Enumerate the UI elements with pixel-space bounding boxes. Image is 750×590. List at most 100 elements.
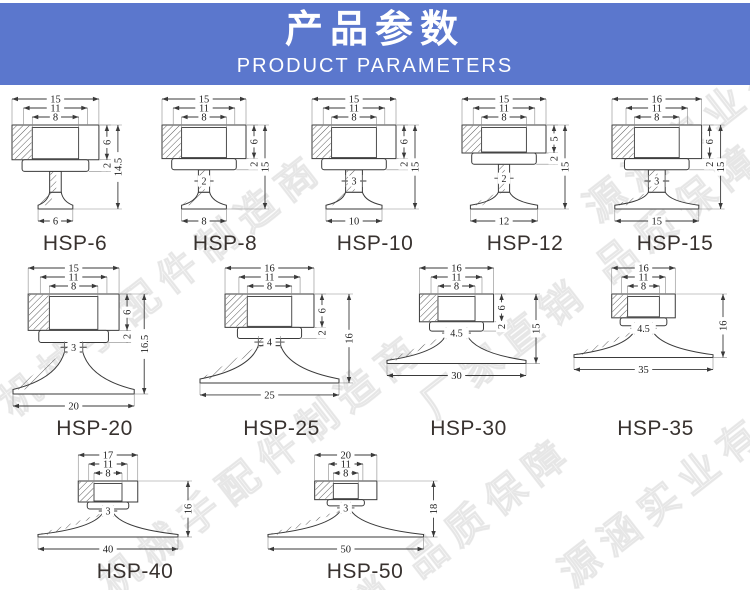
svg-text:4.5: 4.5 bbox=[450, 329, 463, 340]
svg-text:3: 3 bbox=[106, 507, 111, 518]
svg-text:16: 16 bbox=[719, 321, 730, 332]
svg-text:40: 40 bbox=[103, 545, 114, 556]
cup-model-label: HSP-12 bbox=[486, 232, 564, 255]
svg-text:16.5: 16.5 bbox=[140, 335, 151, 353]
page-subtitle: PRODUCT PARAMETERS bbox=[236, 54, 514, 77]
svg-text:50: 50 bbox=[341, 545, 352, 556]
svg-text:8: 8 bbox=[454, 282, 459, 293]
svg-text:15: 15 bbox=[652, 217, 663, 228]
svg-text:6: 6 bbox=[123, 310, 134, 315]
svg-text:2: 2 bbox=[705, 162, 716, 167]
svg-text:8: 8 bbox=[501, 113, 506, 124]
svg-text:8: 8 bbox=[351, 113, 356, 124]
svg-text:11: 11 bbox=[652, 104, 662, 115]
svg-text:8: 8 bbox=[201, 113, 206, 124]
svg-text:6: 6 bbox=[102, 140, 113, 145]
svg-text:8: 8 bbox=[71, 282, 76, 293]
svg-text:2: 2 bbox=[502, 174, 507, 185]
cup-model-label: HSP-10 bbox=[336, 232, 414, 255]
svg-text:11: 11 bbox=[199, 104, 209, 115]
svg-text:4.5: 4.5 bbox=[637, 324, 650, 335]
cup-model-label: HSP-30 bbox=[430, 417, 507, 440]
svg-text:10: 10 bbox=[349, 217, 360, 228]
svg-text:14.5: 14.5 bbox=[113, 158, 124, 176]
svg-text:6: 6 bbox=[318, 308, 329, 313]
svg-text:11: 11 bbox=[264, 273, 274, 284]
cup-model-label: HSP-25 bbox=[243, 417, 320, 440]
svg-text:11: 11 bbox=[69, 273, 79, 284]
svg-text:11: 11 bbox=[451, 273, 461, 284]
svg-text:8: 8 bbox=[654, 113, 659, 124]
svg-text:2: 2 bbox=[318, 330, 329, 335]
svg-text:2: 2 bbox=[550, 156, 561, 161]
svg-text:11: 11 bbox=[341, 460, 351, 471]
svg-text:18: 18 bbox=[429, 504, 440, 515]
svg-text:3: 3 bbox=[71, 343, 76, 354]
svg-text:11: 11 bbox=[50, 104, 60, 115]
svg-text:8: 8 bbox=[105, 469, 110, 480]
svg-text:12: 12 bbox=[499, 217, 510, 228]
svg-text:3: 3 bbox=[343, 503, 348, 514]
cup-model-label: HSP-35 bbox=[617, 417, 694, 440]
cup-model-label: HSP-50 bbox=[326, 560, 404, 583]
svg-text:2: 2 bbox=[102, 163, 113, 168]
svg-text:2: 2 bbox=[202, 177, 207, 188]
svg-text:15: 15 bbox=[499, 95, 510, 106]
svg-text:8: 8 bbox=[201, 217, 206, 228]
page-title: 产品参数 bbox=[284, 9, 465, 52]
svg-text:15: 15 bbox=[349, 95, 360, 106]
svg-text:15: 15 bbox=[261, 162, 272, 173]
svg-text:11: 11 bbox=[349, 104, 359, 115]
svg-text:8: 8 bbox=[641, 282, 646, 293]
svg-text:15: 15 bbox=[68, 264, 79, 275]
svg-text:30: 30 bbox=[451, 371, 462, 382]
svg-text:3: 3 bbox=[352, 177, 357, 188]
svg-text:3: 3 bbox=[654, 177, 659, 188]
svg-text:16: 16 bbox=[184, 504, 195, 515]
cup-model-label: HSP-40 bbox=[96, 560, 174, 583]
page: 产品参数 PRODUCT PARAMETERS 源涵实业有限公司机械手配件制造商… bbox=[0, 3, 750, 590]
cup-model-label: HSP-6 bbox=[42, 232, 108, 255]
cup-model-label: HSP-20 bbox=[56, 417, 133, 440]
svg-text:16: 16 bbox=[638, 264, 649, 275]
svg-text:16: 16 bbox=[264, 264, 275, 275]
svg-text:16: 16 bbox=[345, 333, 356, 344]
svg-text:2: 2 bbox=[123, 334, 134, 339]
svg-text:8: 8 bbox=[267, 282, 272, 293]
svg-text:6: 6 bbox=[705, 139, 716, 144]
svg-text:2: 2 bbox=[400, 162, 411, 167]
svg-text:16: 16 bbox=[652, 95, 663, 106]
svg-text:6: 6 bbox=[400, 139, 411, 144]
svg-text:20: 20 bbox=[68, 402, 79, 413]
svg-text:20: 20 bbox=[341, 451, 352, 462]
svg-text:25: 25 bbox=[264, 391, 275, 402]
svg-text:11: 11 bbox=[103, 460, 113, 471]
svg-text:11: 11 bbox=[638, 273, 648, 284]
cup-model-label: HSP-8 bbox=[192, 232, 258, 255]
svg-text:5: 5 bbox=[550, 136, 561, 141]
svg-text:16: 16 bbox=[451, 264, 462, 275]
cup-model-label: HSP-15 bbox=[636, 232, 714, 255]
svg-text:4: 4 bbox=[267, 338, 272, 349]
svg-text:6: 6 bbox=[250, 139, 261, 144]
svg-text:17: 17 bbox=[103, 451, 114, 462]
svg-text:15: 15 bbox=[561, 162, 572, 173]
